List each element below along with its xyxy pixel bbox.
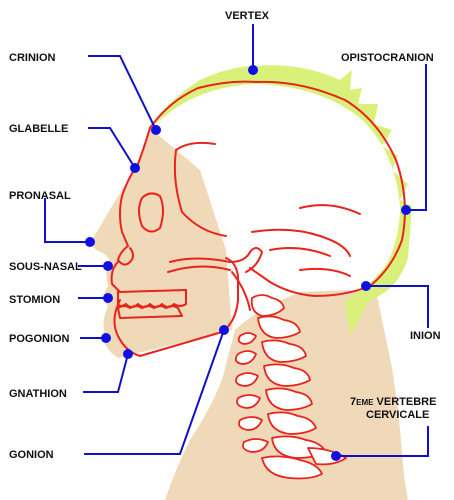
label-sous-nasal: SOUS-NASAL: [9, 261, 82, 273]
label-opistocranion: OPISTOCRANION: [341, 52, 434, 64]
dot-vertex: [248, 65, 258, 75]
label-pronasal: PRONASAL: [9, 190, 71, 202]
dot-stomion: [103, 293, 113, 303]
dot-crinion: [151, 125, 161, 135]
label-vertebra-rest: VERTEBRE: [373, 396, 436, 408]
label-gnathion: GNATHION: [9, 388, 67, 400]
dot-inion: [361, 281, 371, 291]
dot-glabelle: [130, 163, 140, 173]
face-skin: [92, 128, 232, 358]
label-vertebra-sup: EME: [356, 398, 374, 407]
label-stomion: STOMION: [9, 294, 60, 306]
dot-opistocranion: [401, 205, 411, 215]
leader-pronasal: [45, 198, 90, 242]
dot-pronasal: [85, 237, 95, 247]
label-gonion: GONION: [9, 449, 54, 461]
dot-gnathion: [123, 349, 133, 359]
dot-pogonion: [101, 333, 111, 343]
label-glabelle: GLABELLE: [9, 123, 68, 135]
leader-crinion: [88, 56, 156, 130]
leader-glabelle: [88, 128, 135, 168]
label-crinion: CRINION: [9, 52, 56, 64]
label-inion: INION: [410, 330, 441, 342]
label-pogonion: POGONION: [9, 333, 70, 345]
label-vertex: VERTEX: [225, 10, 270, 22]
dot-sous-nasal: [103, 261, 113, 271]
dot-vertebra: [331, 451, 341, 461]
label-vertebra-line1: 7EME VERTEBRE: [350, 396, 436, 408]
leader-opistocranion: [406, 64, 426, 210]
label-vertebra-line2: CERVICALE: [366, 409, 429, 421]
dot-gonion: [219, 325, 229, 335]
leader-gnathion: [83, 354, 128, 392]
